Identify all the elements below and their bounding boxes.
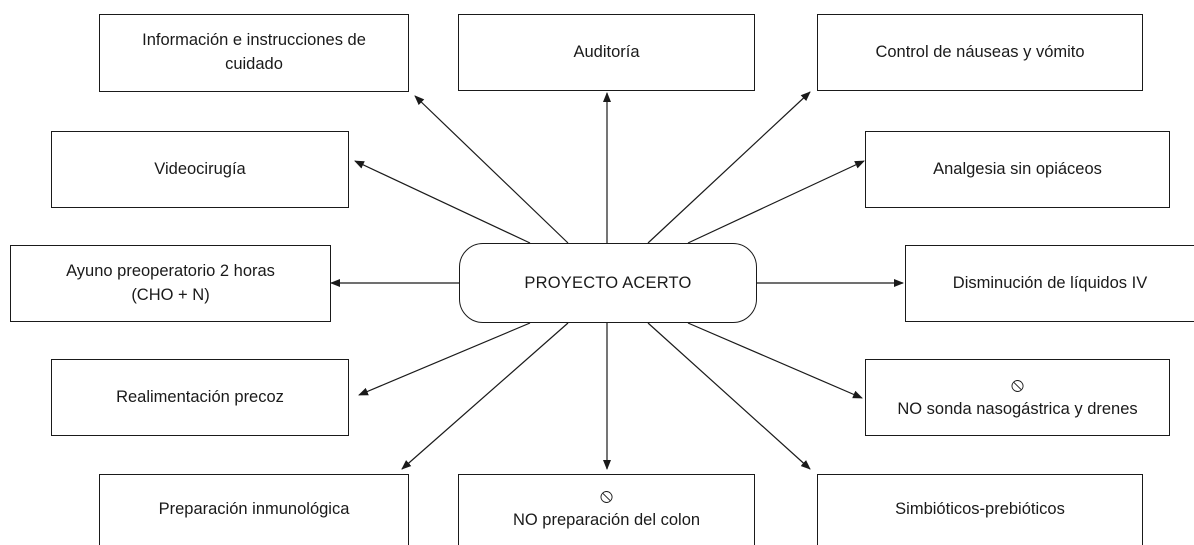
node-videocirugia-label: Videocirugía bbox=[154, 159, 246, 178]
arrow-to-inmunologica bbox=[401, 322, 569, 470]
node-auditoria: Auditoría bbox=[458, 14, 755, 91]
arrow-to-sonda bbox=[687, 322, 863, 399]
arrow-to-simbioticos bbox=[647, 322, 811, 470]
node-ayuno-line1: Ayuno preoperatorio 2 horas bbox=[66, 261, 275, 280]
node-simbioticos-label: Simbióticos-prebióticos bbox=[895, 500, 1065, 519]
node-colon: ⦸ NO preparación del colon bbox=[458, 474, 755, 545]
node-ayuno: Ayuno preoperatorio 2 horas (CHO + N) bbox=[10, 245, 331, 322]
arrow-to-realimentacion bbox=[358, 322, 531, 396]
node-info-label: Información e instrucciones de cuidado bbox=[142, 31, 366, 73]
node-ayuno-line2: (CHO + N) bbox=[131, 285, 210, 304]
node-liquidos: Disminución de líquidos IV bbox=[905, 245, 1194, 322]
node-analgesia-label: Analgesia sin opiáceos bbox=[933, 159, 1102, 178]
node-videocirugia: Videocirugía bbox=[51, 131, 349, 208]
arrow-to-videocirugia bbox=[354, 160, 531, 244]
node-nauseas-label: Control de náuseas y vómito bbox=[875, 42, 1085, 61]
node-nauseas: Control de náuseas y vómito bbox=[817, 14, 1143, 91]
center-node: PROYECTO ACERTO bbox=[459, 243, 757, 323]
node-colon-label: NO preparación del colon bbox=[512, 511, 701, 529]
node-auditoria-label: Auditoría bbox=[573, 42, 640, 61]
node-inmunologica-label: Preparación inmunológica bbox=[158, 500, 350, 519]
node-liquidos-label: Disminución de líquidos IV bbox=[952, 273, 1148, 292]
node-realimentacion: Realimentación precoz bbox=[51, 359, 349, 436]
node-simbioticos: Simbióticos-prebióticos bbox=[817, 474, 1143, 545]
arrow-to-info bbox=[414, 95, 569, 244]
prohibited-icon: ⦸ bbox=[1010, 373, 1025, 396]
node-analgesia: Analgesia sin opiáceos bbox=[865, 131, 1170, 208]
node-sonda: ⦸ NO sonda nasogástrica y drenes bbox=[865, 359, 1170, 436]
center-node-label: PROYECTO ACERTO bbox=[524, 273, 692, 292]
node-sonda-label: NO sonda nasogástrica y drenes bbox=[897, 399, 1138, 418]
node-info: Información e instrucciones de cuidado bbox=[99, 14, 409, 92]
arrow-to-nauseas bbox=[647, 91, 811, 244]
node-realimentacion-label: Realimentación precoz bbox=[116, 387, 284, 406]
prohibited-icon: ⦸ bbox=[599, 485, 614, 507]
arrow-to-analgesia bbox=[687, 160, 865, 244]
node-inmunologica: Preparación inmunológica bbox=[99, 474, 409, 545]
